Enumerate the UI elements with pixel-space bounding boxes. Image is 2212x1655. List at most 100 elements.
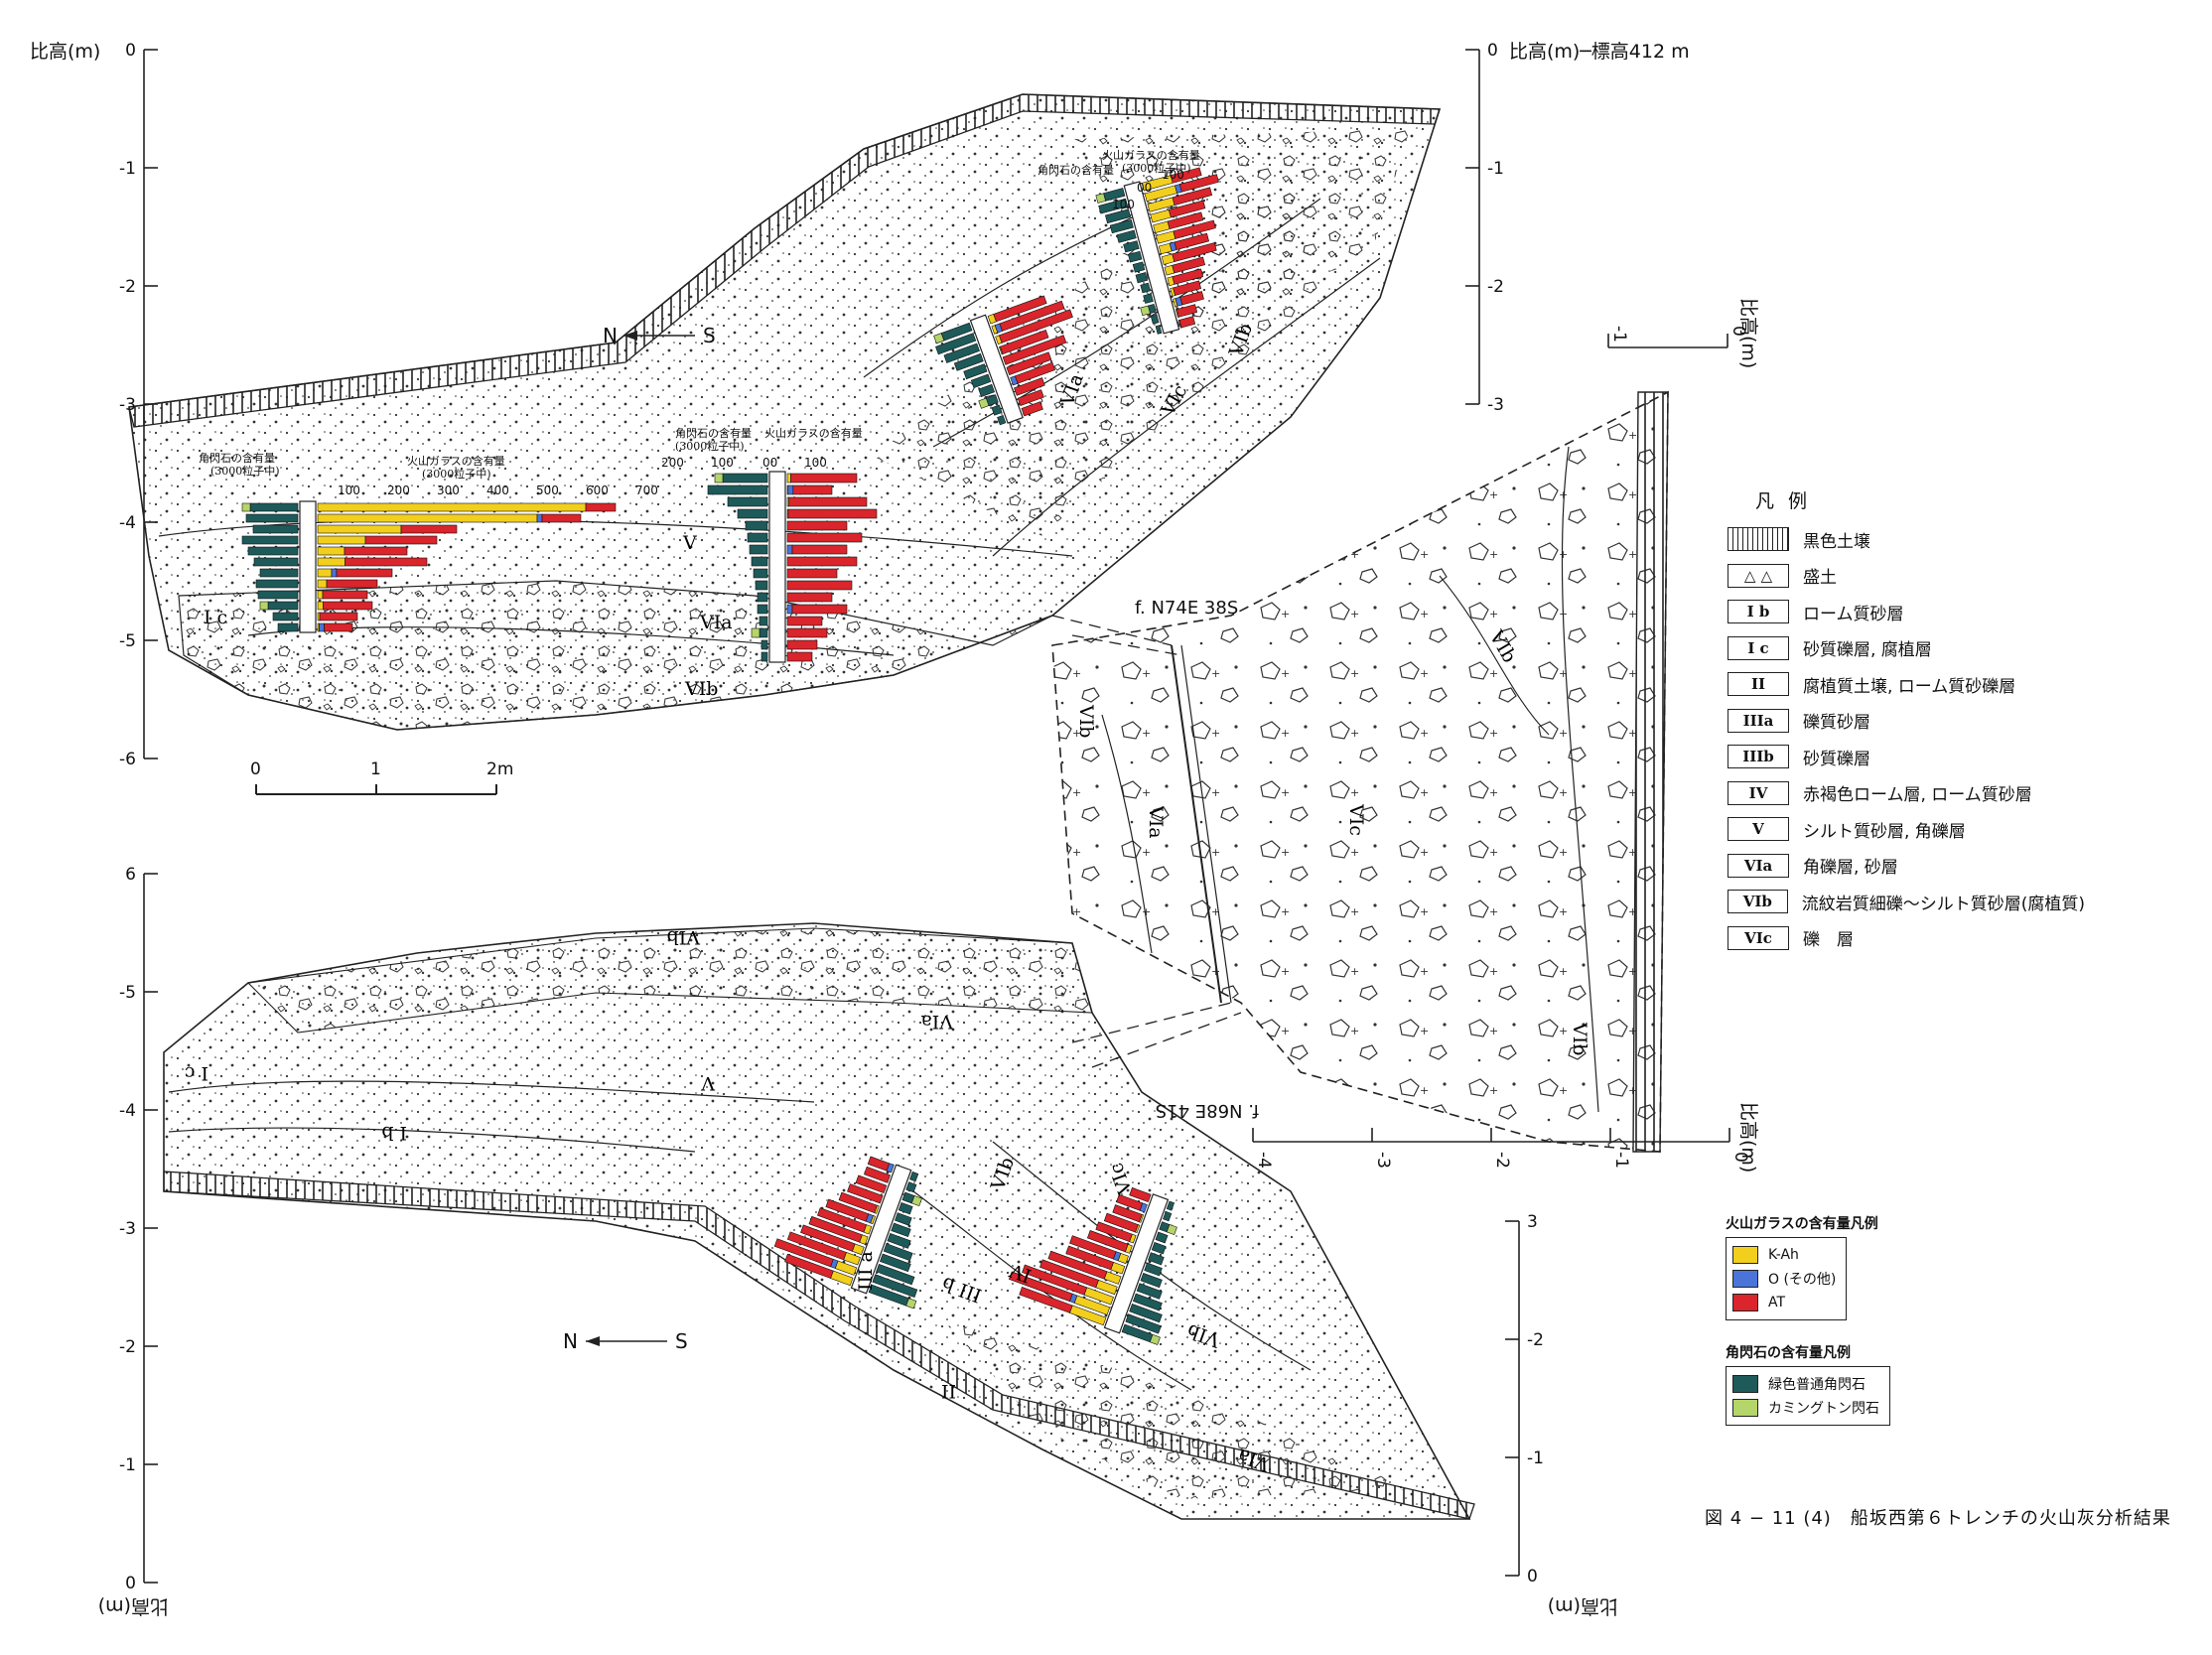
kah-bar	[317, 513, 538, 523]
axis-tick-label: -4	[119, 1101, 136, 1121]
kah-bar	[317, 535, 366, 545]
hornblende-bar	[722, 473, 768, 483]
hornblende-bar	[745, 520, 768, 531]
layer-VIa-bottom: VIa	[920, 1011, 954, 1033]
cummingtonite-bar	[905, 1298, 917, 1310]
tick-b-4: 500	[536, 483, 559, 497]
sample-column	[768, 471, 786, 663]
legend-label: 砂質礫層	[1803, 749, 1870, 769]
color-swatch	[1732, 1399, 1758, 1417]
at-bar	[1112, 1204, 1143, 1223]
hornblende-bar	[1123, 240, 1140, 253]
hornblende-bar	[277, 622, 299, 632]
at-bar	[847, 1183, 884, 1204]
at-bar	[1172, 268, 1204, 285]
hdr-glass-upper-left: 火山ガラスの含有量	[407, 454, 505, 468]
hornblende-bar	[757, 604, 768, 615]
figure-caption: 図 4 − 11 (4) 船坂西第６トレンチの火山灰分析結果	[1705, 1508, 2171, 1529]
layer-II-bottom: II	[941, 1380, 956, 1402]
cummingtonite-bar	[933, 333, 945, 345]
axis-tick-label: -1	[1487, 159, 1504, 179]
hornblende-bar	[879, 1253, 911, 1273]
tick-b-5: 600	[586, 483, 609, 497]
at-bar	[1167, 211, 1204, 230]
swatch-row: AT	[1732, 1291, 1836, 1314]
hornblende-bar	[1143, 293, 1154, 304]
layer-Ib-bottom: I b	[381, 1122, 407, 1144]
axis-tick-label: 0	[1487, 41, 1498, 61]
dir-bottom-s: S	[675, 1329, 688, 1353]
cummingtonite-bar	[1166, 1224, 1177, 1236]
axis-tick-label: -1	[119, 1455, 136, 1475]
cummingtonite-bar	[751, 627, 760, 638]
hornblende-bar	[978, 383, 995, 398]
cummingtonite-bar	[978, 397, 990, 409]
legend-symbol: VIb	[1728, 890, 1788, 914]
column-headers: 角閃石の含有量 (3000粒子中) 火山ガラスの含有量 (3000粒子中) 角閃…	[199, 148, 1200, 497]
axis-tick-label: 0	[1730, 1152, 1750, 1163]
tick-c-1: 00	[1137, 181, 1152, 195]
swatch-row: 緑色普通角閃石	[1732, 1372, 1879, 1396]
direction-bottom: N S	[563, 1329, 688, 1353]
at-bar	[825, 1198, 870, 1222]
legend-label: 砂質礫層, 腐植層	[1803, 640, 1932, 661]
swatch-label: O (その他)	[1768, 1272, 1837, 1288]
hornblende-legend-title: 角閃石の含有量凡例	[1726, 1345, 1851, 1361]
at-bar	[786, 556, 858, 567]
kah-bar	[317, 590, 324, 600]
layer-VIa-top: VIa	[699, 612, 733, 633]
hornblende-bar	[747, 532, 768, 543]
hornblende-bar	[1098, 198, 1129, 214]
swatch-label: 緑色普通角閃石	[1768, 1377, 1866, 1393]
at-bar	[1008, 1271, 1073, 1303]
legend-label: 礫質砂層	[1803, 713, 1870, 734]
hornblende-bar	[245, 513, 299, 523]
legend-label: 流紋岩質細礫〜シルト質砂層(腐植質)	[1801, 894, 2085, 914]
other-glass-bar	[786, 604, 793, 615]
hornblende-bar	[737, 508, 768, 519]
hornblende-bar	[1132, 1293, 1163, 1311]
legend-label: 角礫層, 砂層	[1803, 858, 1898, 879]
at-bar	[1019, 1287, 1073, 1313]
swatch-row: K-Ah	[1732, 1243, 1836, 1267]
axis-tick-label: -3	[119, 1219, 136, 1239]
at-bar	[1173, 280, 1202, 296]
axis-tick-label: -3	[1373, 1152, 1393, 1169]
tick-a-1: 100	[711, 456, 734, 470]
sample-column	[850, 1164, 912, 1295]
legend-label: 黒色土壌	[1803, 531, 1870, 552]
kah-bar	[786, 473, 791, 483]
hornblende-bar	[241, 535, 299, 545]
sample-column	[1123, 181, 1180, 335]
color-swatch	[1732, 1270, 1758, 1288]
hornblende-bar	[759, 616, 768, 626]
hornblende-bar	[1116, 229, 1137, 243]
kah-bar	[317, 557, 346, 567]
analysis-column	[1095, 167, 1219, 335]
at-bar	[998, 309, 1073, 344]
at-bar	[999, 329, 1049, 355]
fault-label-lower: f. N68E 41S	[1156, 1100, 1259, 1121]
other-glass-bar	[319, 622, 325, 632]
legend-symbol: I b	[1728, 600, 1789, 624]
hornblende-bar	[872, 1274, 918, 1298]
hornblende-bar	[1135, 272, 1149, 284]
at-bar	[1069, 1235, 1117, 1260]
at-bar	[791, 604, 848, 615]
at-bar	[323, 601, 373, 611]
axis-tick-label: -4	[119, 513, 136, 533]
kah-bar	[317, 546, 346, 556]
cummingtonite-bar	[910, 1195, 922, 1207]
hornblende-bar	[253, 557, 299, 567]
other-glass-bar	[536, 513, 543, 523]
kah-bar	[317, 568, 333, 578]
axis-tick-label: -6	[119, 750, 136, 769]
hdr-grains-upper-mid: (3000粒子中)	[675, 439, 745, 453]
at-bar	[1014, 361, 1056, 384]
axis-tick-label: -1	[119, 159, 136, 179]
